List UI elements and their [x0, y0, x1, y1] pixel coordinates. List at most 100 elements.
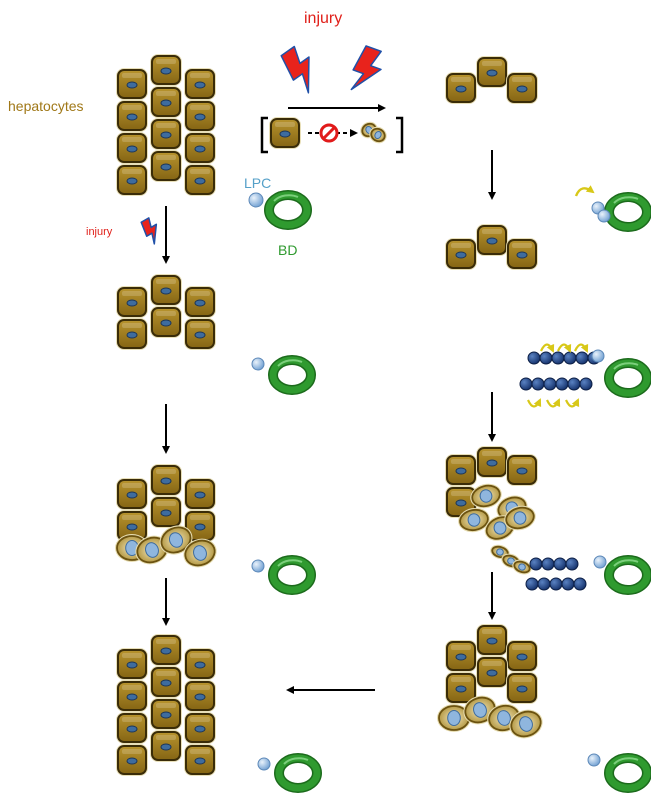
- hepatocyte-nucleus: [194, 299, 206, 307]
- hepatocyte-nucleus: [194, 661, 206, 669]
- hepatocyte-highlight: [156, 671, 176, 676]
- hepatocyte-nucleus: [486, 637, 498, 645]
- progenitor-chain: [525, 577, 587, 591]
- hepatocyte-highlight: [451, 677, 471, 682]
- oval-cell-nucleus: [473, 702, 487, 718]
- inhibition-slash: [321, 125, 337, 141]
- hepatocyte-nucleus: [516, 85, 528, 93]
- hepatocyte-nucleus: [486, 237, 498, 245]
- oval-cell-nucleus: [467, 513, 481, 527]
- hepatocyte-highlight: [122, 749, 142, 754]
- hepatocyte-highlight: [482, 451, 502, 456]
- lpc-icon: [251, 559, 265, 573]
- bile-duct-highlight: [613, 196, 639, 204]
- hepatocyte-highlight: [122, 685, 142, 690]
- progenitor-chain: [527, 351, 601, 365]
- hepatocyte-highlight: [156, 501, 176, 506]
- hepatocyte-nucleus: [126, 661, 138, 669]
- hepatocyte-highlight: [156, 735, 176, 740]
- hepatocyte-nucleus: [516, 653, 528, 661]
- hepatocyte-plate-repopulating: [445, 446, 538, 518]
- hepatocyte-highlight: [512, 645, 532, 650]
- hepatocyte-highlight: [122, 105, 142, 110]
- hepatocyte-nucleus: [160, 131, 172, 139]
- hepatocyte-highlight: [122, 169, 142, 174]
- oval-cell-nucleus: [447, 710, 461, 726]
- lpc-label: LPC: [244, 175, 272, 191]
- hepatocyte-nucleus: [194, 331, 206, 339]
- progenitor-cell: [525, 577, 539, 591]
- progenitor-chain: [529, 557, 579, 571]
- hepatocyte-highlight: [451, 243, 471, 248]
- bile-duct-highlight: [277, 559, 303, 567]
- hepatocyte-highlight: [156, 123, 176, 128]
- progenitor-chain: [519, 377, 593, 391]
- hepatocyte-highlight: [156, 703, 176, 708]
- progenitor-cell: [565, 557, 579, 571]
- hepatocyte-nucleus: [160, 163, 172, 171]
- bile-duct-highlight: [273, 194, 299, 202]
- hepatocyte-highlight: [482, 661, 502, 666]
- lpc-icon: [591, 349, 605, 363]
- hepatocyte-highlight: [451, 459, 471, 464]
- hepatocyte-remnant-1: [445, 56, 538, 104]
- hepatocyte-highlight: [512, 459, 532, 464]
- hepatocyte-highlight: [156, 279, 176, 284]
- hepatocyte-highlight: [482, 629, 502, 634]
- hepatocyte-highlight: [122, 73, 142, 78]
- hepatocyte-highlight: [482, 61, 502, 66]
- hepatocyte-nucleus: [194, 523, 206, 531]
- progenitor-cell: [573, 577, 587, 591]
- progenitor-cell: [519, 377, 533, 391]
- lpc-icon: [597, 209, 611, 223]
- progenitor-cell: [567, 377, 581, 391]
- progenitor-cell: [549, 577, 563, 591]
- progenitor-cell: [561, 577, 575, 591]
- hepatocyte-plate-proliferating: [116, 464, 216, 542]
- hepatocyte-highlight: [482, 229, 502, 234]
- bile-duct-highlight: [613, 559, 639, 567]
- hepatocyte-highlight: [122, 515, 142, 520]
- hepatocyte-nucleus: [194, 113, 206, 121]
- hepatocyte-highlight: [190, 653, 210, 658]
- hepatocyte-nucleus: [126, 177, 138, 185]
- injury-label-top: injury: [304, 10, 343, 27]
- hepatocyte-nucleus: [126, 331, 138, 339]
- hepatocyte-highlight: [512, 243, 532, 248]
- oval-cell-nucleus: [496, 548, 504, 556]
- hepatocyte-highlight: [156, 311, 176, 316]
- progenitor-cell: [543, 377, 557, 391]
- oval-cell-nucleus: [193, 545, 207, 561]
- hepatocyte-nucleus: [194, 693, 206, 701]
- bile-duct-highlight: [277, 359, 303, 367]
- oval-cell-nucleus: [479, 489, 493, 503]
- hepatocyte-nucleus: [455, 467, 467, 475]
- hepatocyte-highlight: [156, 639, 176, 644]
- hepatocyte-nucleus: [194, 491, 206, 499]
- injury-label-side: injury: [86, 226, 113, 238]
- oval-cell-nucleus: [497, 710, 511, 726]
- hepatocyte-nucleus: [160, 743, 172, 751]
- hepatocyte-nucleus: [126, 81, 138, 89]
- hepatocyte-plate-restored: [116, 634, 216, 776]
- hepatocyte-nucleus: [486, 669, 498, 677]
- bile-duct-highlight: [613, 757, 639, 765]
- hepatocyte-nucleus: [126, 725, 138, 733]
- bile-duct-icon: [274, 753, 322, 793]
- bracket-left: [260, 116, 268, 154]
- hepatocyte-nucleus: [486, 459, 498, 467]
- hepatocyte-nucleus: [455, 499, 467, 507]
- curved-arrow-icon: [565, 398, 580, 408]
- hepatocyte-highlight: [451, 77, 471, 82]
- hepatocyte-nucleus: [126, 693, 138, 701]
- hepatocytes-label: hepatocytes: [8, 98, 84, 114]
- hepatocyte-nucleus: [455, 251, 467, 259]
- progenitor-cell: [541, 557, 555, 571]
- bile-duct-icon: [604, 555, 651, 595]
- curved-arrow-icon: [540, 343, 555, 353]
- hepatocyte-nucleus: [194, 177, 206, 185]
- hepatocyte-nucleus: [126, 491, 138, 499]
- bile-duct-icon: [268, 555, 316, 595]
- bile-duct-highlight: [283, 757, 309, 765]
- lightning-icon: [140, 217, 158, 245]
